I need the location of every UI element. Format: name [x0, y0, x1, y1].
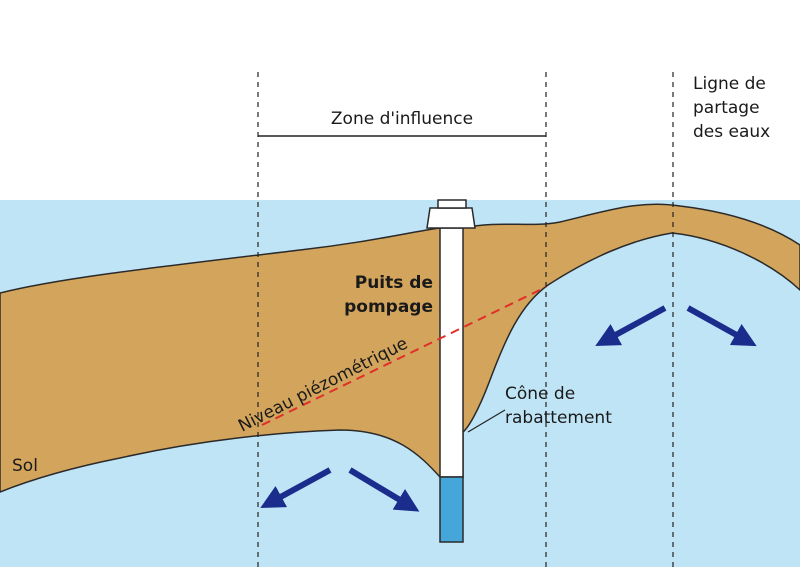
wellhead [426, 207, 476, 229]
flow-arrow-icon [348, 467, 420, 512]
flow-arrow-icon [595, 305, 667, 347]
piezometric-line [261, 286, 547, 426]
cone-leader-line [467, 409, 506, 433]
water-divide-label: partage [693, 98, 760, 118]
flow-arrow-icon [686, 305, 757, 347]
well-label: Puits de [355, 273, 433, 293]
water-divide-label: des eaux [693, 122, 770, 142]
cone-label: rabattement [505, 408, 612, 428]
well-casing [439, 227, 464, 478]
cone-label: Cône de [505, 384, 575, 404]
wellhead-cap [437, 199, 467, 209]
soil-label: Sol [12, 456, 38, 476]
well-label: pompage [344, 297, 433, 317]
zone-influence-label: Zone d'influence [331, 109, 473, 129]
water-divide-label: Ligne de [693, 74, 766, 94]
flow-arrow-icon [260, 467, 332, 509]
well-water [439, 476, 464, 543]
soil-layer [0, 203, 800, 493]
sky [0, 0, 800, 200]
